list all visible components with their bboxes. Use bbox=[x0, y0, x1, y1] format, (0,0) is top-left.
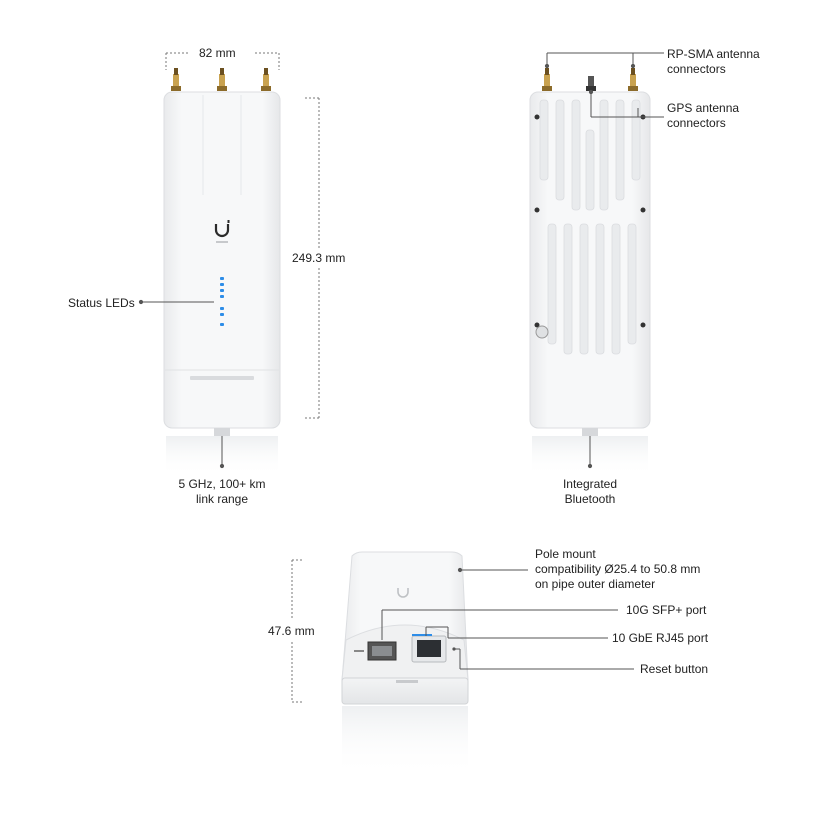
bluetooth-label: Integrated Bluetooth bbox=[540, 477, 640, 507]
heatsink-fins bbox=[539, 99, 641, 355]
gps-label-line1: GPS antenna bbox=[667, 101, 740, 115]
rpsma-label-line2: connectors bbox=[667, 62, 726, 76]
reset-label: Reset button bbox=[640, 662, 709, 676]
gps-label: GPS antenna connectors bbox=[667, 101, 739, 131]
height-dimension bbox=[305, 97, 320, 419]
pole-mount-label: Pole mount compatibility Ø25.4 to 50.8 m… bbox=[535, 547, 700, 592]
width-label: 82 mm bbox=[199, 46, 236, 60]
bottom-leaders bbox=[381, 567, 634, 670]
depth-label: 47.6 mm bbox=[268, 624, 315, 638]
pole-label-line1: Pole mount bbox=[535, 547, 596, 561]
front-view bbox=[138, 52, 320, 476]
back-antenna-connectors bbox=[542, 68, 638, 91]
rj45-port bbox=[411, 634, 447, 663]
width-dimension bbox=[165, 52, 280, 70]
range-label: 5 GHz, 100+ km link range bbox=[162, 477, 282, 507]
ground-screw-icon bbox=[535, 325, 549, 339]
antenna-connector bbox=[542, 68, 552, 91]
height-label: 249.3 mm bbox=[292, 251, 346, 265]
front-leaders bbox=[138, 299, 225, 469]
back-leaders bbox=[544, 52, 664, 469]
range-label-line1: 5 GHz, 100+ km bbox=[178, 477, 266, 491]
bluetooth-label-line1: Integrated bbox=[562, 477, 618, 491]
antenna-connector bbox=[217, 68, 227, 91]
pole-label-line3: on pipe outer diameter bbox=[535, 577, 656, 591]
gps-label-line2: connectors bbox=[667, 116, 726, 130]
rpsma-label: RP-SMA antenna connectors bbox=[667, 47, 760, 77]
front-antenna-connectors bbox=[171, 68, 271, 91]
sfp-label: 10G SFP+ port bbox=[626, 603, 707, 617]
rj45-label: 10 GbE RJ45 port bbox=[612, 631, 709, 645]
status-leds bbox=[220, 277, 224, 326]
status-leds-label: Status LEDs bbox=[68, 296, 135, 310]
antenna-connector bbox=[261, 68, 271, 91]
ubiquiti-logo-icon bbox=[214, 220, 230, 243]
bluetooth-label-line2: Bluetooth bbox=[564, 492, 616, 506]
rpsma-label-line1: RP-SMA antenna bbox=[667, 47, 760, 61]
ubiquiti-logo-icon bbox=[397, 588, 409, 598]
antenna-connector bbox=[586, 76, 596, 91]
sfp-port bbox=[354, 641, 397, 661]
antenna-connector bbox=[171, 68, 181, 91]
antenna-connector bbox=[628, 68, 638, 91]
back-view bbox=[529, 52, 664, 476]
mount-screws bbox=[534, 114, 646, 328]
range-label-line2: link range bbox=[195, 492, 249, 506]
depth-dimension bbox=[291, 559, 302, 703]
pole-label-line2: compatibility Ø25.4 to 50.8 mm bbox=[535, 562, 701, 576]
bottom-view bbox=[291, 551, 634, 776]
